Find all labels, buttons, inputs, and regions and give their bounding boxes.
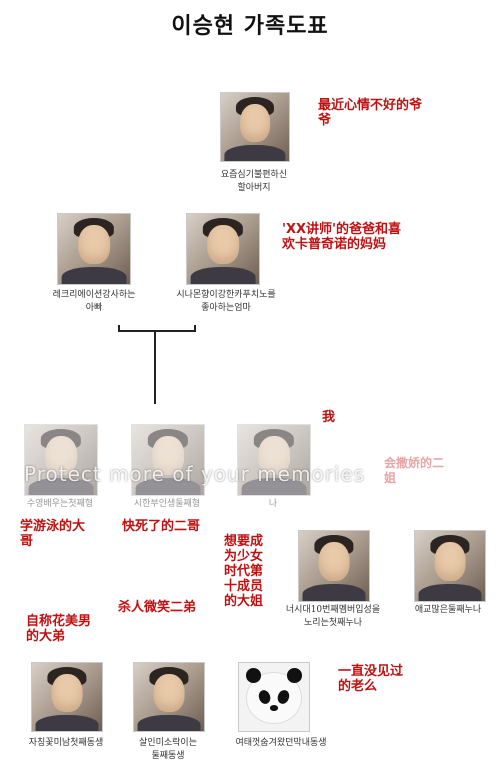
grandfather-annotation: 最近心情不好的爷爷 [318, 98, 423, 128]
elder-sister1-annotation: 想要成 为少女 时代第 十成员 的大姐 [224, 534, 264, 609]
younger-brother1-caption: 자칭꽃미남첫째동생 [28, 738, 104, 748]
me-caption: 나 [268, 499, 278, 509]
younger-brother1-annotation: 自称花美男的大弟 [26, 614, 92, 644]
youngest-panda-photo [238, 662, 310, 732]
connector-bracket-top [118, 330, 196, 332]
me-photo [237, 424, 311, 496]
elder-brother2-photo [131, 424, 205, 496]
elder-brother1-caption: 수영배우는첫째형 [26, 499, 94, 509]
elder-brother2-caption: 시한부인생둘째형 [133, 499, 201, 509]
connector-vertical [154, 332, 156, 404]
page-title: 이승현 가족도표 [171, 13, 329, 39]
younger-brother2-annotation: 杀人微笑二弟 [118, 600, 197, 615]
connector-bracket-left [118, 325, 120, 332]
elder-brother1-annotation: 学游泳的大哥 [20, 519, 86, 549]
youngest-annotation: 一直没见过的老么 [338, 664, 404, 694]
connector-bracket-right [194, 325, 196, 332]
elder-brother2-annotation: 快死了的二哥 [122, 519, 201, 534]
elder-sister2-caption: 애교많은둘째누나 [414, 605, 482, 615]
younger-brother1-photo [31, 662, 103, 732]
elder-sister2-photo [414, 530, 486, 602]
younger-brother2-photo [133, 662, 205, 732]
elder-sister1-photo [298, 530, 370, 602]
youngest-caption: 여태껏숨겨왔던막내동생 [235, 738, 327, 748]
father-photo [57, 213, 131, 285]
grandfather-photo [220, 92, 290, 162]
elder-brother1-photo [24, 424, 98, 496]
elder-sister2-annotation: 会撒娇的二姐 [384, 456, 445, 485]
mother-photo [186, 213, 260, 285]
parents-annotation: 'XX讲师'的爸爸和喜欢卡普奇诺的妈妈 [282, 222, 402, 252]
me-annotation: 我 [322, 410, 336, 425]
